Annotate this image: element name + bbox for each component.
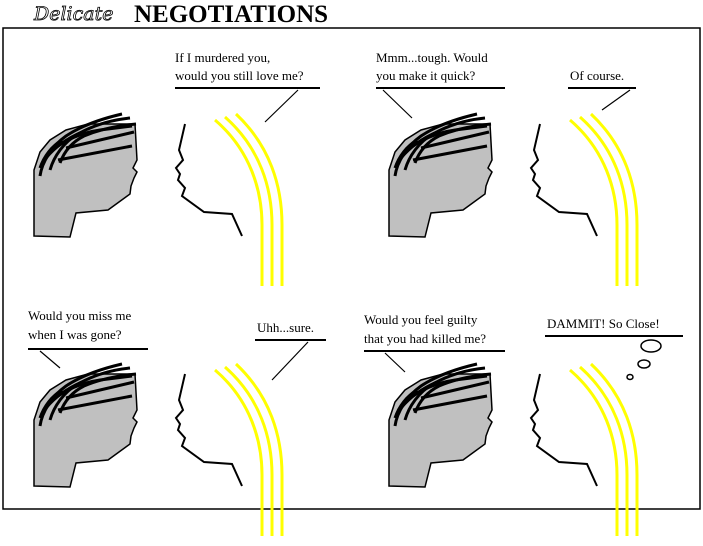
thought-bubble-medium (637, 359, 651, 369)
speech-line: Of course. (570, 68, 624, 83)
speech-pointer (382, 89, 413, 119)
speech-line: when I was gone? (28, 327, 122, 342)
thought-bubble-small (626, 373, 634, 381)
speech-line: Would you miss me (28, 308, 132, 323)
speech-line: Mmm...tough. Would (376, 50, 488, 65)
speech-caption: If I murdered you, would you still love … (175, 50, 320, 123)
speech-pointer (384, 352, 406, 373)
speech-line: Would you feel guilty (364, 312, 478, 327)
speech-pointer (264, 89, 299, 123)
title-main: NEGOTIATIONS (134, 1, 328, 28)
speech-line: you make it quick? (376, 68, 476, 83)
speech-line: would you still love me? (175, 68, 304, 83)
speech-caption: Uhh...sure. (255, 320, 326, 381)
speech-caption: Mmm...tough. Would you make it quick? (376, 50, 505, 119)
thought-bubble-large (640, 339, 662, 353)
thought-bubbles (626, 339, 662, 381)
title-prefix: Delicate (33, 3, 113, 25)
speech-pointer (39, 350, 61, 369)
panel-top-left: If I murdered you, would you still love … (32, 50, 320, 288)
speech-caption: Would you feel guilty that you had kille… (364, 312, 505, 373)
speech-caption: DAMMIT! So Close! (545, 316, 683, 337)
speech-caption: Would you miss me when I was gone? (28, 308, 148, 369)
speech-line: that you had killed me? (364, 331, 486, 346)
speech-pointer (271, 341, 309, 381)
speech-caption: Of course. (568, 68, 636, 111)
speech-line: DAMMIT! So Close! (547, 316, 660, 331)
speech-line: Uhh...sure. (257, 320, 314, 335)
speech-line: If I murdered you, (175, 50, 270, 65)
speech-pointer (601, 89, 631, 111)
